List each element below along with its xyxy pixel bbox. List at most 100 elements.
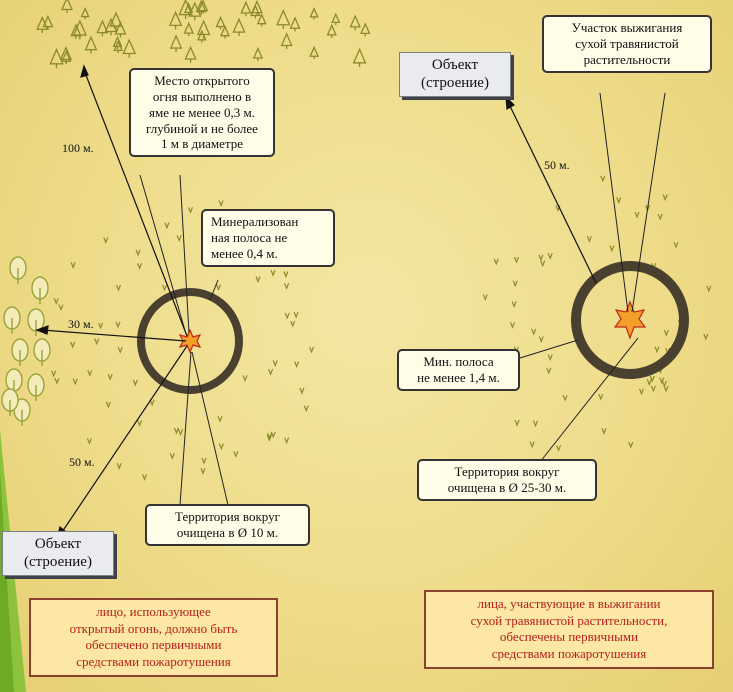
- grass-tuft-icon: [164, 222, 170, 230]
- grass-tuft-icon: [657, 213, 663, 221]
- grass-tuft-icon: [115, 284, 122, 292]
- fire-place-line-3: яме не менее 0,3 м.: [149, 104, 255, 120]
- grass-tuft-icon: [650, 385, 656, 393]
- right-mineral-ring: [571, 261, 689, 379]
- arrow-50m-right-head: [505, 95, 515, 110]
- min-strip-callout: Мин. полоса не менее 1,4 м.: [397, 349, 520, 391]
- conifer-tree-icon: [70, 23, 82, 40]
- conifer-tree-icon: [104, 17, 118, 36]
- min-strip-pointer: [519, 339, 579, 359]
- grass-tuft-icon: [661, 380, 667, 388]
- grass-tuft-icon: [272, 360, 278, 368]
- deciduous-tree-icon: [27, 373, 45, 401]
- deciduous-tree-icon: [33, 338, 51, 366]
- deciduous-tree-icon: [3, 306, 21, 334]
- grass-tuft-icon: [53, 298, 59, 305]
- left-mineral-ring: [137, 288, 243, 394]
- grass-tuft-icon: [176, 235, 182, 243]
- burn-area-callout: Участок выжигания сухой травянистой раст…: [542, 15, 712, 73]
- grass-tufts: [51, 175, 712, 481]
- left-note-line-3: обеспечено первичными: [85, 637, 222, 653]
- grass-tuft-icon: [70, 262, 76, 270]
- grass-tuft-icon: [137, 420, 143, 428]
- left-note-line-2: открытый огонь, должно быть: [69, 620, 238, 636]
- grass-tuft-icon: [646, 379, 652, 387]
- grass-tuft-icon: [546, 367, 552, 375]
- grass-tuft-icon: [654, 346, 660, 354]
- grass-tuft-icon: [663, 329, 669, 337]
- grass-tuft-icon: [86, 438, 92, 445]
- conifer-tree-icon: [360, 22, 371, 37]
- conifer-tree-icon: [349, 14, 361, 31]
- grass-tuft-icon: [283, 271, 289, 279]
- grass-tuft-icon: [187, 207, 194, 214]
- grass-tuft-icon: [601, 428, 607, 435]
- right-note-line-3: обеспечены первичными: [499, 629, 639, 645]
- grass-tuft-icon: [70, 341, 76, 349]
- fire-place-line-2: огня выполнено в: [152, 88, 252, 104]
- grass-tuft-icon: [107, 373, 113, 381]
- grass-tuft-icon: [132, 379, 138, 387]
- burn-area-pointer-1: [599, 92, 629, 313]
- grass-tuft-icon: [97, 322, 104, 330]
- conifer-tree-icon: [280, 32, 293, 50]
- grass-tuft-icon: [609, 245, 615, 253]
- fire-callout-pointer-2: [179, 174, 190, 334]
- grass-tuft-icon: [216, 284, 222, 292]
- conifer-tree-icon: [122, 38, 137, 58]
- distance-label-50m-right: 50 м.: [544, 158, 570, 172]
- grass-tuft-icon: [673, 241, 679, 249]
- territory-right-line-2: очищена в Ø 25-30 м.: [447, 479, 567, 495]
- conifer-tree-icon: [61, 50, 72, 65]
- grass-tuft-icon: [538, 336, 544, 344]
- mineral-line-3: менее 0,4 м.: [211, 245, 278, 261]
- arrow-50m-right: [507, 101, 597, 284]
- grass-tuft-icon: [303, 405, 309, 413]
- grass-tuft-icon: [529, 441, 535, 449]
- deciduous-tree-icon: [27, 308, 45, 336]
- grass-tuft-icon: [255, 276, 261, 284]
- right-scheme: [505, 92, 689, 463]
- conifer-tree-icon: [196, 19, 211, 39]
- grass-tuft-icon: [703, 333, 709, 341]
- burn-area-pointer-2: [631, 92, 666, 313]
- conifer-tree-icon: [184, 45, 197, 63]
- grass-tuft-icon: [141, 474, 148, 481]
- deciduous-tree-icon: [9, 256, 27, 284]
- grass-tuft-icon: [116, 462, 122, 470]
- grass-tuft-icon: [105, 401, 111, 409]
- conifer-tree-icon: [331, 12, 341, 25]
- left-note-line-4: средствами пожаротушения: [76, 653, 231, 669]
- grass-tuft-icon: [513, 256, 520, 264]
- grass-tuft-icon: [87, 370, 93, 377]
- grass-tuft-icon: [659, 377, 665, 385]
- grass-tuft-icon: [201, 457, 207, 465]
- conifer-tree-icon: [240, 0, 252, 17]
- conifer-tree-icon: [219, 24, 230, 39]
- grass-tuft-icon: [103, 237, 109, 245]
- territory-pointer-1: [179, 351, 192, 506]
- grass-tuft-icon: [58, 304, 64, 312]
- conifer-tree-icon: [256, 12, 267, 27]
- left-note: лицо, использующее открытый огонь, должн…: [29, 598, 278, 677]
- object-right-line-1: Объект: [431, 57, 479, 73]
- left-fire-star-icon: [178, 328, 202, 354]
- conifer-tree-icon: [276, 9, 291, 30]
- grass-tuft-icon: [72, 378, 78, 386]
- conifer-tree-icon: [36, 15, 49, 33]
- fire-place-callout: Место открытого огня выполнено в яме не …: [129, 68, 275, 158]
- object-building-right: Объект (строение): [399, 52, 511, 97]
- grass-tuft-icon: [512, 280, 518, 288]
- object-left-line-2: (строение): [24, 554, 92, 571]
- grass-tuft-icon: [117, 346, 123, 354]
- grass-tuft-icon: [540, 260, 546, 268]
- grass-tuft-icon: [267, 432, 273, 440]
- object-building-left: Объект (строение): [2, 531, 114, 576]
- grass-tuft-icon: [309, 346, 315, 354]
- object-left-line-1: Объект: [34, 536, 82, 552]
- arrow-50m-left: [59, 345, 188, 536]
- grass-tuft-icon: [161, 284, 168, 292]
- grass-tuft-icon: [638, 388, 645, 396]
- right-note: лица, участвующие в выжигании сухой трав…: [424, 590, 714, 669]
- grass-tuft-icon: [616, 197, 622, 204]
